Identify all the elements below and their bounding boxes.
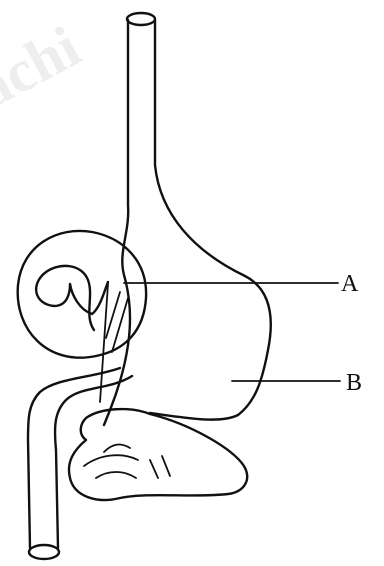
gall-bladder [36, 266, 108, 330]
label-b: B [346, 370, 362, 396]
duodenum-inner [55, 376, 132, 548]
oesophagus-stomach-outline [104, 20, 130, 425]
label-a: A [341, 271, 359, 297]
oesophagus-opening [127, 13, 155, 25]
pancreas-detail [84, 445, 170, 478]
pancreas [69, 409, 247, 500]
stomach-greater-curvature [150, 20, 271, 420]
intestine-opening [29, 545, 59, 559]
watermark-text: achi [0, 13, 90, 121]
